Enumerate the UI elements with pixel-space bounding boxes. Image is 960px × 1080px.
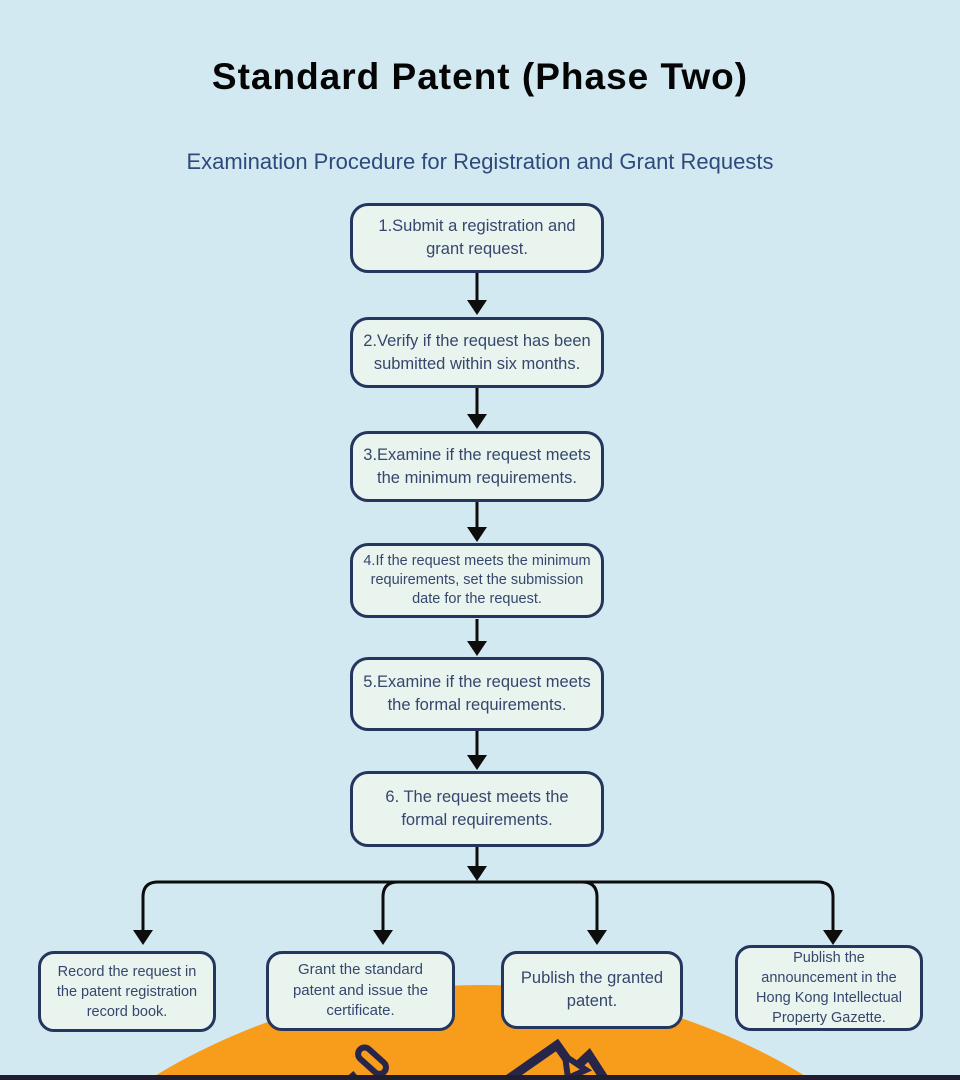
- pen-icon: [342, 1044, 389, 1080]
- document-peak-icon: [499, 1038, 611, 1080]
- flow-step-2-label: 2.Verify if the request has been submitt…: [363, 331, 591, 373]
- branch-connector: [133, 880, 843, 945]
- outcome-publish-announcement-label: Publish the announcement in the Hong Kon…: [756, 950, 902, 1026]
- flow-arrow-4-5: [467, 619, 487, 656]
- flow-arrow-5-6: [467, 731, 487, 770]
- outcome-publish-announcement: Publish the announcement in the Hong Kon…: [735, 945, 923, 1031]
- bottom-bar: [0, 1075, 960, 1080]
- flow-step-3-label: 3.Examine if the request meets the minim…: [363, 445, 591, 487]
- flow-step-5-label: 5.Examine if the request meets the forma…: [363, 673, 591, 714]
- flow-arrow-1-2: [467, 273, 487, 315]
- page-subtitle: Examination Procedure for Registration a…: [186, 149, 774, 174]
- flow-step-5: 5.Examine if the request meets the forma…: [350, 657, 604, 731]
- flow-step-6: 6. The request meets the formal requirem…: [350, 771, 604, 847]
- flow-step-6-label: 6. The request meets the formal requirem…: [385, 788, 569, 829]
- flow-step-1-label: 1.Submit a registration and grant reques…: [378, 217, 576, 258]
- flow-arrow-2-3: [467, 388, 487, 429]
- flow-arrow-3-4: [467, 502, 487, 542]
- outcome-publish-patent-label: Publish the granted patent.: [520, 969, 664, 1010]
- flow-step-2: 2.Verify if the request has been submitt…: [350, 317, 604, 388]
- flow-step-4: 4.If the request meets the minimum requi…: [350, 543, 604, 618]
- outcome-grant-patent-label: Grant the standard patent and issue the …: [292, 960, 429, 1020]
- flow-step-4-label: 4.If the request meets the minimum requi…: [363, 552, 591, 608]
- flow-step-3: 3.Examine if the request meets the minim…: [350, 431, 604, 502]
- flow-step-1: 1.Submit a registration and grant reques…: [350, 203, 604, 273]
- outcome-publish-patent: Publish the granted patent.: [501, 951, 683, 1029]
- page-title: Standard Patent (Phase Two): [211, 56, 749, 97]
- outcome-record-request-label: Record the request in the patent registr…: [56, 963, 198, 1020]
- flow-arrow-6-branch: [467, 847, 487, 881]
- outcome-grant-patent: Grant the standard patent and issue the …: [266, 951, 455, 1031]
- outcome-record-request: Record the request in the patent registr…: [38, 951, 216, 1032]
